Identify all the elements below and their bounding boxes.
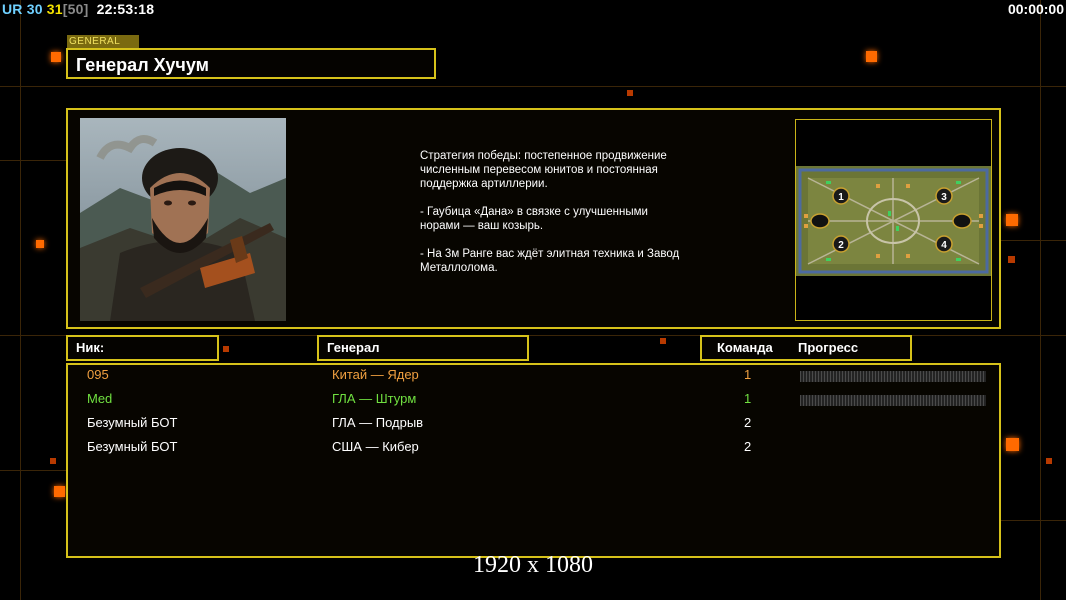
strategy-paragraph: - Гаубица «Дана» в связке с улучшенными … [420, 206, 648, 232]
player-general: Китай — Ядер [332, 367, 419, 382]
svg-text:2: 2 [838, 240, 844, 251]
column-header-progress: Прогресс [798, 340, 859, 355]
strategy-text: Стратегия победы: постепенное продвижени… [420, 149, 680, 289]
column-header-team: Команда [717, 340, 773, 355]
player-progress-bar [800, 395, 986, 406]
hud-value-c: [50] [62, 1, 89, 17]
player-team: 1 [744, 367, 752, 382]
player-row[interactable]: Безумный БОТ США — Кибер 2 [68, 439, 999, 463]
player-general: ГЛА — Штурм [332, 391, 417, 406]
map-slot: 4 [935, 235, 953, 253]
player-general: ГЛА — Подрыв [332, 415, 424, 430]
general-tag: GENERAL [67, 35, 139, 48]
svg-text:4: 4 [941, 240, 947, 251]
player-nick: Безумный БОТ [87, 439, 178, 454]
hud-timer: 00:00:00 [1007, 1, 1064, 17]
player-progress-bar [800, 371, 986, 382]
map-slot: 3 [935, 187, 953, 205]
hud-value-a: 30 [26, 1, 43, 17]
player-nick: Med [87, 391, 113, 406]
general-info-panel: Стратегия победы: постепенное продвижени… [66, 108, 1001, 329]
map-slot: 1 [832, 187, 850, 205]
strategy-paragraph: - На 3м Ранге вас ждёт элитная техника и… [420, 248, 680, 274]
player-list: 095 Китай — Ядер 1 Med ГЛА — Штурм 1 Без… [66, 363, 1001, 558]
hud-ur-label: UR [2, 1, 23, 17]
column-header-general: Генерал [317, 335, 529, 361]
player-row[interactable]: Безумный БОТ ГЛА — Подрыв 2 [68, 415, 999, 439]
hud-value-b: 31 [46, 1, 63, 17]
general-title-box: Генерал Хучум [66, 48, 436, 79]
player-team: 2 [744, 439, 752, 454]
map-preview: 1 2 3 4 [795, 119, 992, 321]
map-slot: 2 [832, 235, 850, 253]
svg-text:1: 1 [838, 192, 844, 203]
player-nick: 095 [87, 367, 109, 382]
strategy-paragraph: Стратегия победы: постепенное продвижени… [420, 150, 667, 190]
player-nick: Безумный БОТ [87, 415, 178, 430]
resolution-label: 1920 x 1080 [473, 552, 593, 578]
player-general: США — Кибер [332, 439, 419, 454]
player-team: 2 [744, 415, 752, 430]
general-name: Генерал Хучум [76, 55, 209, 75]
column-header-nick: Ник: [66, 335, 219, 361]
player-team: 1 [744, 391, 752, 406]
player-row[interactable]: 095 Китай — Ядер 1 [68, 367, 999, 391]
player-row[interactable]: Med ГЛА — Штурм 1 [68, 391, 999, 415]
column-header-team-progress: Команда Прогресс [700, 335, 912, 361]
svg-text:3: 3 [941, 192, 947, 203]
hud-clock: 22:53:18 [96, 1, 155, 17]
general-portrait [80, 118, 286, 321]
hud-stats: UR 30 31[50] 22:53:18 [2, 1, 154, 17]
